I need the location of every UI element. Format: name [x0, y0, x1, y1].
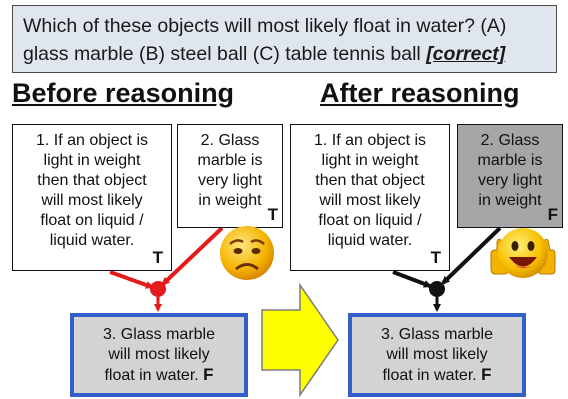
after-arrows [392, 226, 502, 312]
premise-line: light in weight [321, 152, 419, 169]
conclusion-line: will most likely [108, 346, 210, 363]
premise-line: 1. If an object is [313, 132, 427, 149]
truth-value: T [430, 248, 441, 267]
truth-value: T [152, 248, 163, 267]
before-premise-1: 1. If an object is light in weight then … [12, 124, 172, 271]
truth-value: T [267, 205, 278, 224]
truth-value: F [203, 365, 214, 384]
premise-line: marble is [477, 152, 543, 169]
correct-label: [correct] [426, 43, 506, 65]
premise-line: in weight [198, 192, 262, 209]
conclusion-line: will most likely [386, 346, 488, 363]
after-premise-2: 2. Glass marble is very light in weight … [457, 124, 563, 228]
premise-line: marble is [197, 152, 263, 169]
right-arrow-icon [261, 282, 339, 398]
question-box: Which of these objects will most likely … [12, 5, 557, 73]
premise-line: then that object [37, 172, 147, 189]
thumbs-up-smiley-icon [490, 228, 556, 278]
conclusion-line: float in water. [382, 367, 477, 384]
premise-line: 2. Glass [480, 132, 540, 149]
premise-line: will most likely [319, 192, 421, 209]
truth-value: F [481, 365, 492, 384]
premise-line: 2. Glass [200, 132, 260, 149]
sad-face-icon [220, 226, 274, 280]
before-heading: Before reasoning [12, 78, 235, 108]
premise-line: float on liquid / [40, 212, 144, 229]
before-premise-2: 2. Glass marble is very light in weight … [177, 124, 283, 228]
after-conclusion: 3. Glass marble will most likely float i… [348, 313, 526, 397]
premise-line: liquid water. [49, 232, 135, 249]
premise-line: very light [477, 172, 543, 189]
conclusion-line: float in water. [104, 367, 199, 384]
premise-line: will most likely [41, 192, 143, 209]
premise-line: in weight [478, 192, 542, 209]
after-premise-1: 1. If an object is light in weight then … [290, 124, 450, 271]
before-conclusion: 3. Glass marble will most likely float i… [70, 313, 248, 397]
premise-line: light in weight [43, 152, 141, 169]
premise-line: liquid water. [327, 232, 413, 249]
premise-line: 1. If an object is [35, 132, 149, 149]
truth-value: F [547, 205, 558, 224]
before-arrows [109, 226, 224, 312]
conclusion-line: 3. Glass marble [380, 326, 494, 343]
premise-line: then that object [315, 172, 425, 189]
premise-line: very light [197, 172, 263, 189]
conclusion-line: 3. Glass marble [102, 326, 216, 343]
after-heading: After reasoning [320, 78, 520, 108]
question-text: Which of these objects will most likely … [23, 15, 507, 65]
premise-line: float on liquid / [318, 212, 422, 229]
